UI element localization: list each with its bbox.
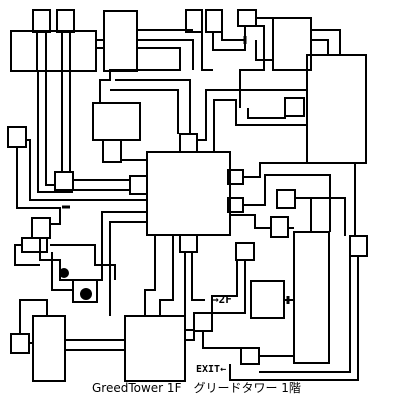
corridor [39,238,73,281]
corridor [26,139,147,201]
room-left-middle [92,102,141,141]
doors [62,36,290,304]
room-bottom-center [124,315,186,382]
corridor [201,32,213,71]
corridor [311,39,329,55]
room-small-left-5 [21,237,48,253]
room-small-top-1 [32,9,51,33]
corridor [295,197,346,236]
corridor [311,29,341,55]
corridor [212,260,246,314]
room-right-tall [306,54,367,164]
corridor [159,235,174,316]
corridor [45,71,55,186]
corridor [191,252,205,301]
treasure-marker [59,268,69,278]
corridor [230,214,271,229]
room-small-top-3 [185,9,203,33]
corridor [229,256,359,381]
room-small-left-2 [31,217,51,239]
corridor [120,155,147,161]
room-small-bottom-1 [193,312,213,332]
corridor [97,211,147,281]
corridor [239,25,265,108]
room-small-left-1 [7,126,27,148]
corridor [197,89,307,141]
corridor [213,99,307,152]
corridor [185,331,195,341]
room-small-right-2 [276,189,296,209]
exit-label: EXIT← [196,364,226,375]
room-right-lower [250,280,285,319]
corridor [212,26,246,51]
corridor [109,221,147,316]
room-small-right-1 [284,97,305,117]
room-small-top-4 [205,9,223,33]
corridor [99,47,181,103]
corridor [110,89,179,134]
corridor [137,39,194,70]
corridor [19,299,48,334]
player-marker [80,288,92,300]
corridor [211,260,238,313]
corridor [51,252,73,291]
room-small-top-5 [237,9,257,27]
room-top-right [272,17,312,71]
corridor [16,147,61,225]
room-small-center-3 [179,234,198,253]
room-small-top-2 [56,9,75,33]
corridor [14,244,40,266]
corridor [255,40,273,61]
corridor [144,235,156,316]
markers [59,268,92,300]
corridor [221,32,245,41]
corridor [247,107,286,119]
map-caption: GreedTower 1F グリードタワー 1階 [92,380,301,395]
room-small-bottom-2 [240,347,260,365]
room-top-left-large [10,30,97,72]
upstairs-label: →2F [212,293,232,306]
room-bottom-left [32,315,66,382]
room-small-left-4 [54,171,74,191]
room-small-right-5 [235,242,255,261]
corridor [259,256,351,373]
room-small-right-3 [270,216,289,238]
corridor [115,79,191,134]
room-top-center [103,10,138,72]
room-small-center-6 [129,175,148,195]
room-small-center-2 [179,133,198,153]
corridor [243,174,331,232]
corridor [50,244,116,280]
room-central-hub [146,151,231,236]
corridor [202,331,241,349]
corridor [37,71,73,193]
room-right-bottom [293,231,330,364]
room-small-right-4 [349,235,368,257]
corridor [243,162,307,178]
room-small-left-3 [10,333,30,354]
room-small-center-1 [102,139,122,163]
